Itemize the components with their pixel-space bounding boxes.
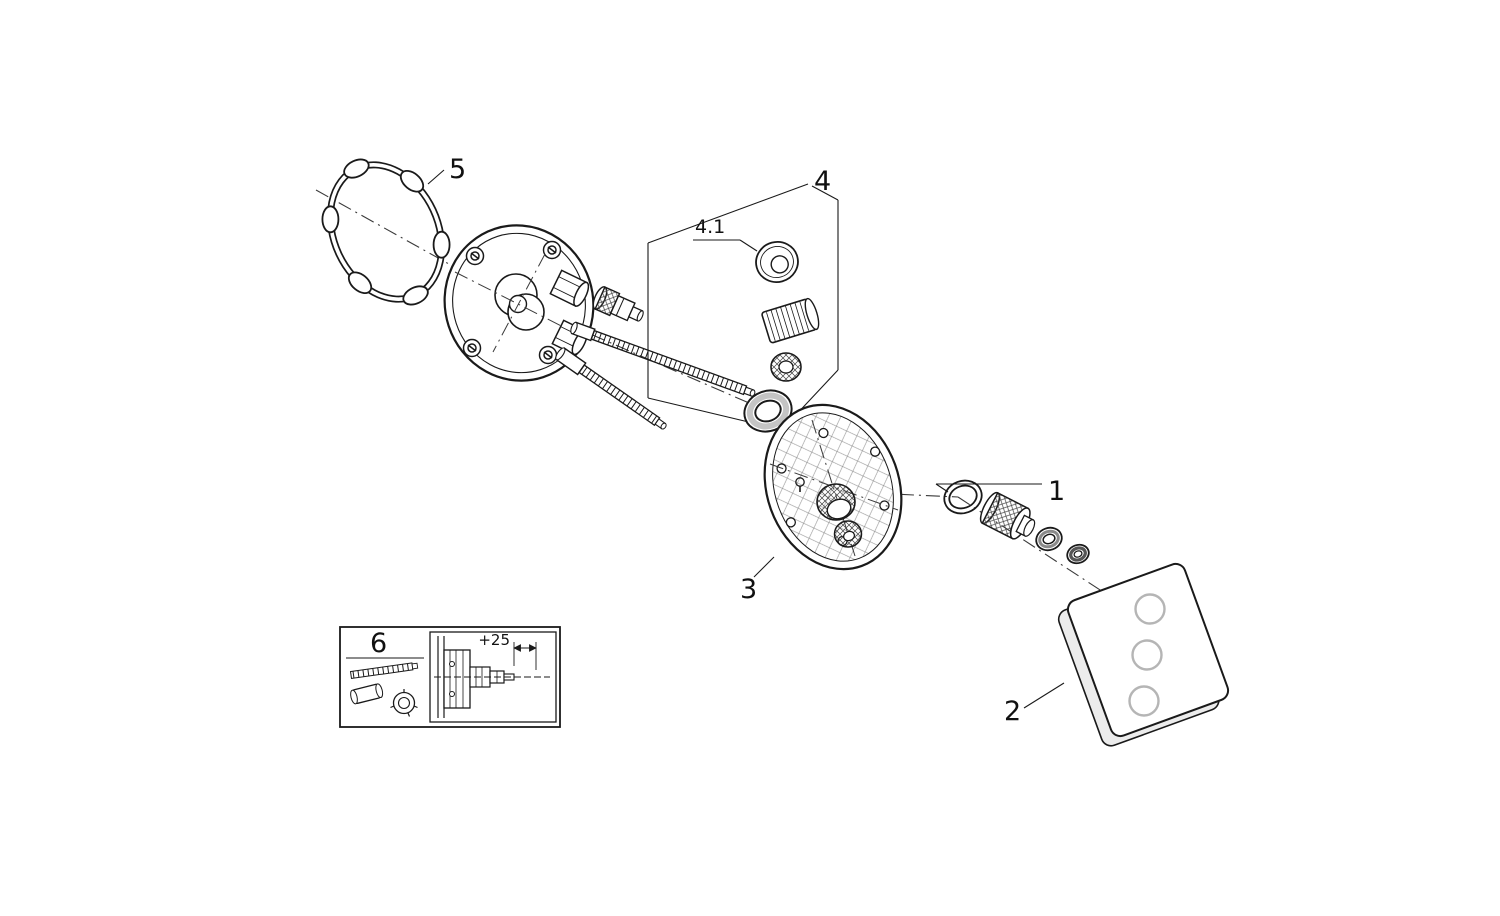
plate-knob-small: [833, 520, 863, 548]
flange-screws: [462, 240, 562, 365]
spline-adapter: [761, 297, 820, 344]
part-label-1: 1: [1048, 476, 1065, 507]
knurled-cartridge-head: [979, 491, 1036, 540]
group4-1-bracket: [693, 239, 758, 252]
dimension-value: +25: [478, 631, 510, 649]
inset-detail-box: 6: [339, 626, 561, 728]
part3-leader-line: [753, 556, 775, 578]
part-label-4-1: 4.1: [695, 216, 725, 238]
plate-knob-large: [816, 483, 856, 521]
part-label-4: 4: [814, 166, 831, 197]
part-label-2: 2: [1004, 696, 1021, 727]
washer-seal: [1035, 526, 1063, 552]
cover-plate-buttons: [1128, 593, 1166, 717]
gasket-seal: [321, 158, 451, 306]
inset-threaded-rod: [349, 662, 419, 680]
part-label-6: 6: [370, 628, 387, 659]
o-ring: [943, 479, 983, 515]
dimension-annotation: +25: [478, 631, 537, 670]
seal-ring: [743, 389, 793, 433]
part2-leader-line: [1023, 682, 1065, 709]
inset-section-view: [434, 636, 550, 718]
part5-leader-line: [427, 169, 445, 185]
inset-clip: [390, 689, 418, 717]
end-disc: [1066, 543, 1090, 565]
valve-cartridge: [592, 286, 644, 322]
inset-cylinder: [350, 683, 384, 705]
mounting-screw-long: [570, 321, 756, 397]
handle-cap: [755, 241, 799, 283]
knurled-nut: [770, 352, 802, 382]
keyhole-icon: [795, 477, 805, 492]
mounting-screw-short: [555, 347, 667, 430]
group4-bracket: [647, 183, 839, 425]
part-label-3: 3: [740, 574, 757, 605]
part-label-5: 5: [449, 154, 466, 185]
valve-port-upper: [549, 269, 590, 307]
valve-center-cross: [454, 253, 586, 353]
